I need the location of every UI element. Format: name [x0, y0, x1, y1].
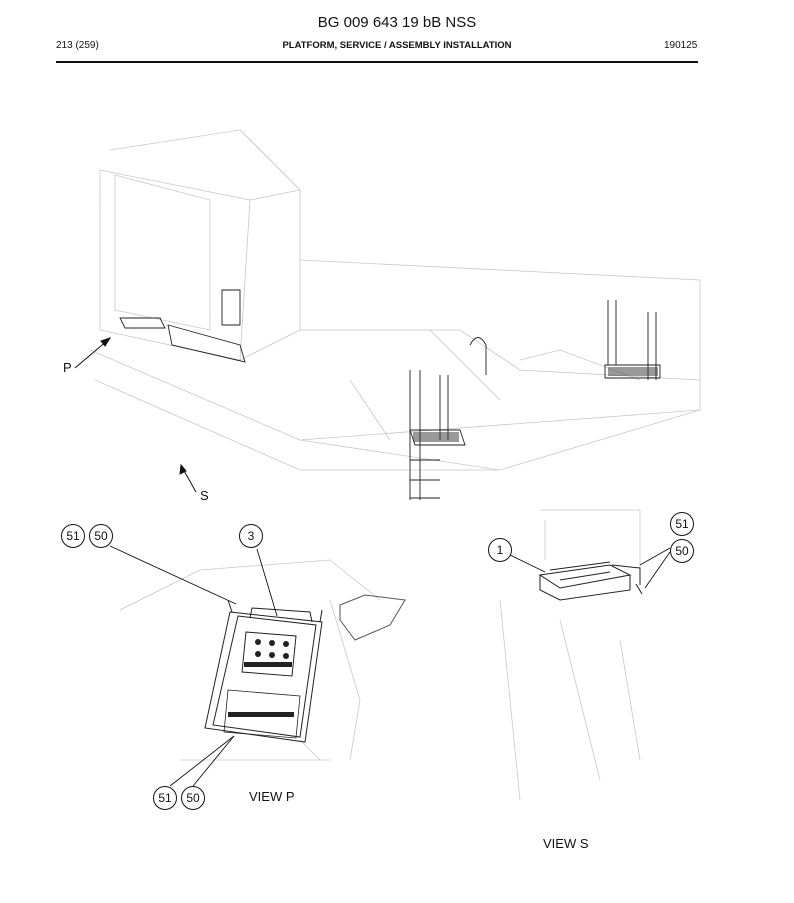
view-p-caption: VIEW P: [249, 789, 295, 804]
item-balloon-1: 1: [488, 538, 512, 562]
section-title: PLATFORM, SERVICE / ASSEMBLY INSTALLATIO…: [282, 40, 512, 51]
item-balloon-50: 50: [89, 524, 113, 548]
view-p-platform-drawing: [204, 594, 406, 743]
item-balloon-50: 50: [670, 539, 694, 563]
page-number: 213 (259): [56, 40, 99, 51]
item-balloon-51: 51: [670, 512, 694, 536]
header-rule: [56, 61, 698, 63]
item-balloon-50: 50: [181, 786, 205, 810]
document-id: BG 009 643 19 bB NSS: [317, 14, 477, 31]
view-p-background-drawing: [119, 559, 381, 761]
item-balloon-51: 51: [61, 524, 85, 548]
view-s-caption: VIEW S: [543, 836, 589, 851]
overview-tread-pattern: [413, 367, 658, 442]
view-s-platform-drawing: [538, 561, 643, 601]
view-arrows: [74, 337, 197, 493]
item-balloon-51: 51: [153, 786, 177, 810]
revision-date: 190125: [664, 40, 698, 51]
view-s-marker: S: [200, 488, 209, 503]
balloon-leader-lines: [109, 545, 671, 787]
overview-parts-drawing: [119, 289, 661, 500]
view-s-background-drawing: [499, 509, 641, 801]
machine-overview-drawing: [89, 129, 701, 471]
view-p-marker: P: [63, 360, 72, 375]
view-p-platform-holes: [228, 639, 294, 717]
item-balloon-3: 3: [239, 524, 263, 548]
